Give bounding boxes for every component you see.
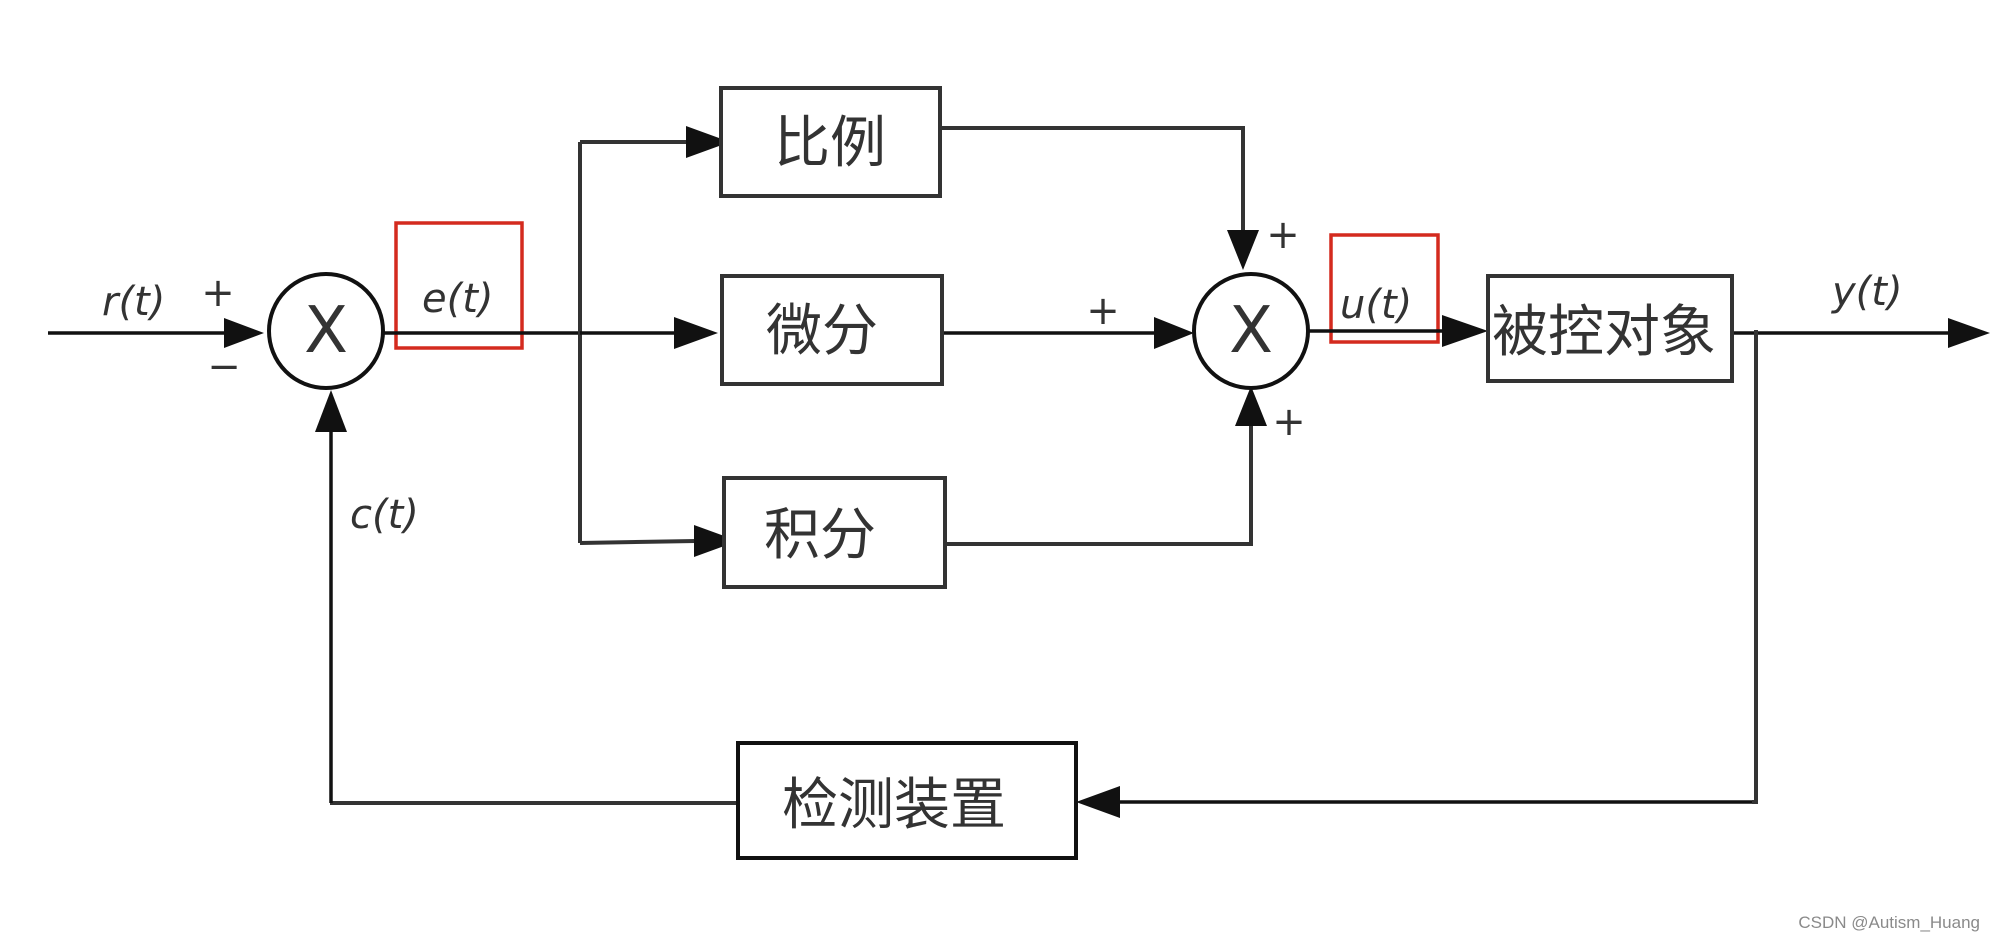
- sum2-bottom-arrow: [1235, 386, 1267, 426]
- proportional-arrow: [686, 126, 730, 158]
- feedback-arrow: [315, 390, 347, 432]
- control-signal-highlight: [1329, 233, 1440, 344]
- output-tap-wire: [1752, 330, 1758, 804]
- sensor-label: 检测装置: [782, 773, 1006, 838]
- error-signal-highlight: [394, 221, 524, 350]
- derivative-arrow: [674, 317, 718, 349]
- sum2-symbol: X: [1229, 294, 1273, 368]
- output-signal-label: y(t): [1831, 269, 1903, 315]
- proportional-output-wire: [940, 126, 1245, 232]
- plant-arrow: [1442, 315, 1488, 347]
- output-arrow: [1948, 318, 1990, 348]
- to-integral-wire: [579, 539, 697, 545]
- watermark: CSDN @Autism_Huang: [1798, 913, 1980, 932]
- proportional-label: 比例: [774, 111, 886, 176]
- sum2-bottom-plus-sign: +: [1272, 399, 1306, 445]
- sum1-minus-sign: −: [207, 344, 241, 390]
- sum1-symbol: X: [304, 294, 348, 368]
- plant-block: 被控对象: [1486, 274, 1734, 383]
- sum1-plus-sign: +: [201, 270, 235, 316]
- plant-label: 被控对象: [1492, 300, 1716, 365]
- input-arrow: [224, 318, 264, 348]
- derivative-block: 微分: [720, 274, 944, 386]
- sum2-top-plus-sign: +: [1266, 212, 1300, 258]
- proportional-block: 比例: [719, 86, 942, 198]
- sensor-arrow: [1076, 786, 1120, 818]
- error-signal-label: e(t): [422, 276, 494, 322]
- control-signal-label: u(t): [1340, 282, 1412, 328]
- integral-arrow: [694, 525, 738, 557]
- input-signal-label: r(t): [102, 279, 165, 325]
- integral-output-wire: [945, 426, 1253, 546]
- integral-label: 积分: [764, 503, 876, 568]
- sensor-block: 检测装置: [736, 741, 1078, 860]
- sum2-top-arrow: [1227, 230, 1259, 270]
- summing-junction-1: X: [267, 272, 385, 390]
- derivative-label: 微分: [766, 299, 878, 364]
- feedback-signal-label: c(t): [350, 492, 419, 538]
- summing-junction-2: X: [1192, 272, 1310, 390]
- sum2-left-arrow: [1154, 317, 1194, 349]
- integral-block: 积分: [722, 476, 947, 589]
- sum2-left-plus-sign: +: [1086, 288, 1120, 334]
